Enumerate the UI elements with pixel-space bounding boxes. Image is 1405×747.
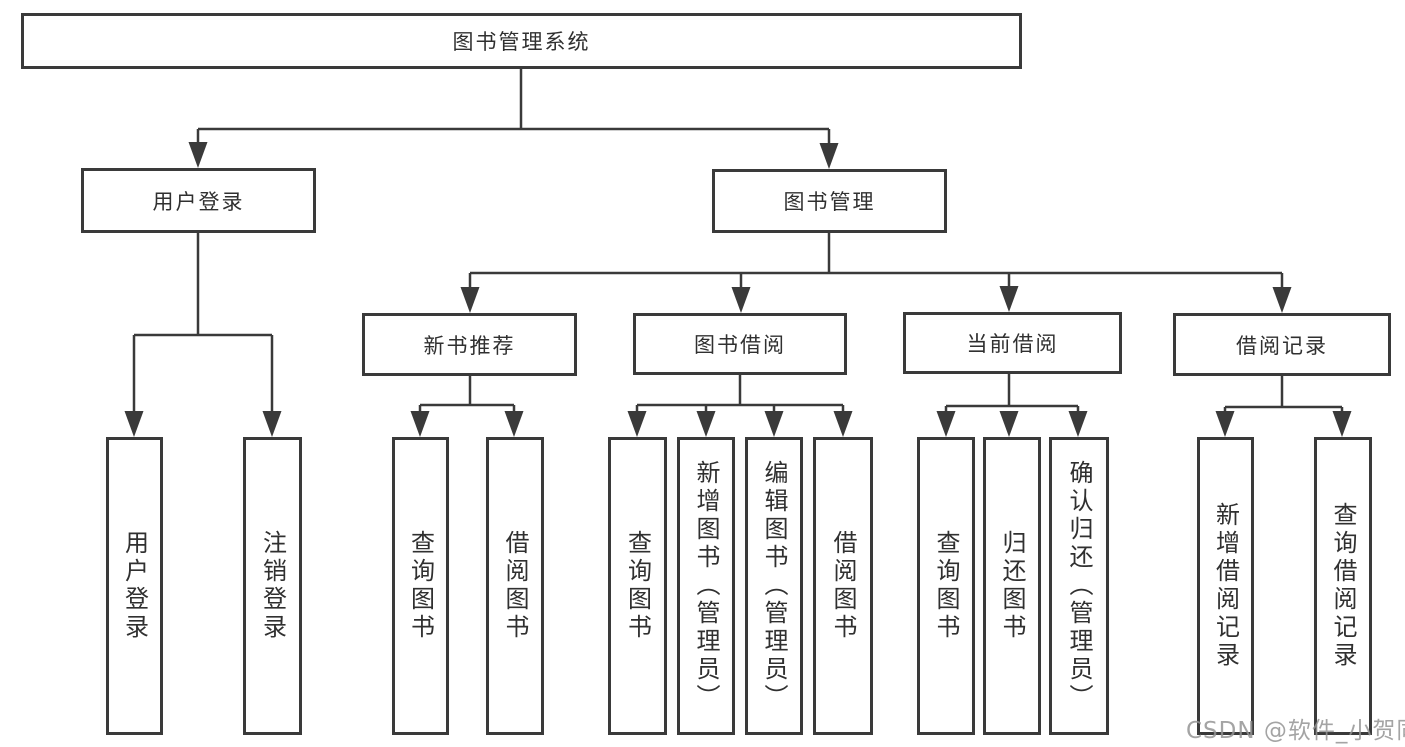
leaf-logout-label: 注销登录 <box>258 530 287 642</box>
leaf-cb-return-books: 归还图书 <box>983 437 1041 735</box>
leaf-nb-borrow-books: 借阅图书 <box>486 437 544 735</box>
leaf-user-login: 用户登录 <box>106 437 163 735</box>
leaf-bb-query-books: 查询图书 <box>608 437 667 735</box>
leaf-logout: 注销登录 <box>243 437 302 735</box>
leaf-bb-borrow-books: 借阅图书 <box>813 437 873 735</box>
leaf-nb-query-books-label: 查询图书 <box>406 530 435 642</box>
leaf-nb-query-books: 查询图书 <box>392 437 449 735</box>
leaf-cb-return-books-label: 归还图书 <box>998 530 1026 642</box>
leaf-bb-add-books-admin: 新增图书（管理员） <box>677 437 735 735</box>
root-node-library-system: 图书管理系统 <box>21 13 1022 69</box>
node-borrowing-records-label: 借阅记录 <box>1236 333 1328 358</box>
leaf-user-login-label: 用户登录 <box>120 530 149 642</box>
leaf-bb-edit-books-admin-label: 编辑图书（管理员） <box>760 460 788 712</box>
leaf-br-add-record-label: 新增借阅记录 <box>1211 502 1240 670</box>
node-book-borrowing: 图书借阅 <box>633 313 847 375</box>
leaf-cb-query-books: 查询图书 <box>917 437 975 735</box>
node-current-borrowing-label: 当前借阅 <box>966 332 1059 356</box>
leaf-bb-borrow-books-label: 借阅图书 <box>829 530 857 642</box>
node-new-book-recommend-label: 新书推荐 <box>423 333 516 358</box>
leaf-nb-borrow-books-label: 借阅图书 <box>501 530 529 642</box>
node-current-borrowing: 当前借阅 <box>903 312 1122 374</box>
leaf-cb-confirm-return-admin-label: 确认归还（管理员） <box>1065 460 1093 712</box>
leaf-cb-confirm-return-admin: 确认归还（管理员） <box>1049 437 1109 735</box>
node-user-login-group: 用户登录 <box>81 168 316 233</box>
leaf-br-add-record: 新增借阅记录 <box>1197 437 1254 735</box>
leaf-br-query-record-label: 查询借阅记录 <box>1329 502 1357 670</box>
leaf-cb-query-books-label: 查询图书 <box>932 530 960 642</box>
node-new-book-recommend: 新书推荐 <box>362 313 577 376</box>
node-borrowing-records: 借阅记录 <box>1173 313 1391 376</box>
leaf-bb-edit-books-admin: 编辑图书（管理员） <box>745 437 803 735</box>
leaf-bb-add-books-admin-label: 新增图书（管理员） <box>692 460 720 712</box>
root-node-label: 图书管理系统 <box>452 30 591 54</box>
node-book-borrowing-label: 图书借阅 <box>694 333 786 357</box>
node-book-management-label: 图书管理 <box>783 190 876 214</box>
leaf-br-query-record: 查询借阅记录 <box>1314 437 1372 735</box>
node-book-management: 图书管理 <box>712 169 947 233</box>
leaf-bb-query-books-label: 查询图书 <box>623 530 652 642</box>
csdn-watermark: CSDN @软件_小贺同学 <box>1186 718 1405 744</box>
node-user-login-group-label: 用户登录 <box>152 189 245 214</box>
